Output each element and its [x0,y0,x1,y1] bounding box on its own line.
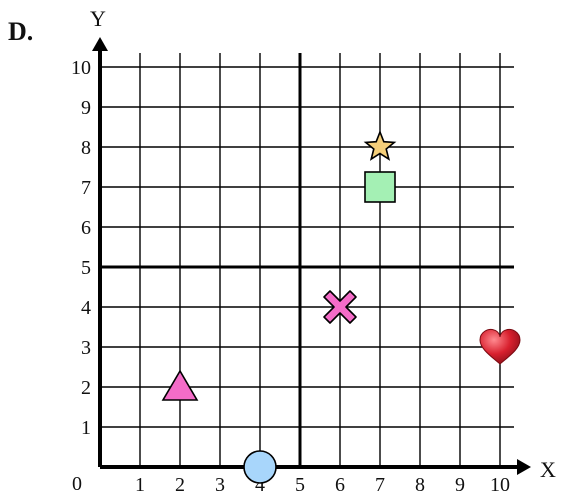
y-tick-labels: 1 2 3 4 5 6 7 8 9 10 [71,57,91,439]
y-tick-label: 8 [81,137,91,159]
x-tick-labels: 1 2 3 4 5 6 7 8 9 10 [135,474,510,496]
square-shape [364,171,396,203]
heart-shape [479,329,521,365]
star-shape [363,129,397,161]
y-tick-label: 4 [81,297,91,319]
x-tick-label: 7 [375,474,385,496]
x-tick-label: 1 [135,474,145,496]
x-tick-label: 4 [255,474,265,496]
x-tick-label: 10 [490,474,510,496]
circle-shape [243,450,277,484]
y-tick-label: 10 [71,57,91,79]
y-tick-label: 2 [81,377,91,399]
triangle-shape [161,369,199,401]
y-axis-arrow-icon [92,37,108,51]
x-tick-label: 5 [295,474,305,496]
x-tick-label: 8 [415,474,425,496]
y-tick-label: 5 [81,257,91,279]
x-tick-label: 6 [335,474,345,496]
y-tick-label: 9 [81,97,91,119]
x-tick-label: 9 [455,474,465,496]
origin-label: 0 [72,473,82,495]
plotted-shapes [161,129,521,484]
grid-lines [100,53,514,467]
x-tick-label: 2 [175,474,185,496]
cross-shape [323,290,357,324]
y-tick-label: 1 [81,417,91,439]
axes [92,37,531,475]
y-axis-label: Y [90,6,106,31]
x-axis-label: X [540,457,556,482]
y-tick-label: 6 [81,217,91,239]
x-axis-arrow-icon [517,459,531,475]
y-tick-label: 7 [81,177,91,199]
diagram-title: D. [8,17,33,46]
x-tick-label: 3 [215,474,225,496]
y-tick-label: 3 [81,337,91,359]
